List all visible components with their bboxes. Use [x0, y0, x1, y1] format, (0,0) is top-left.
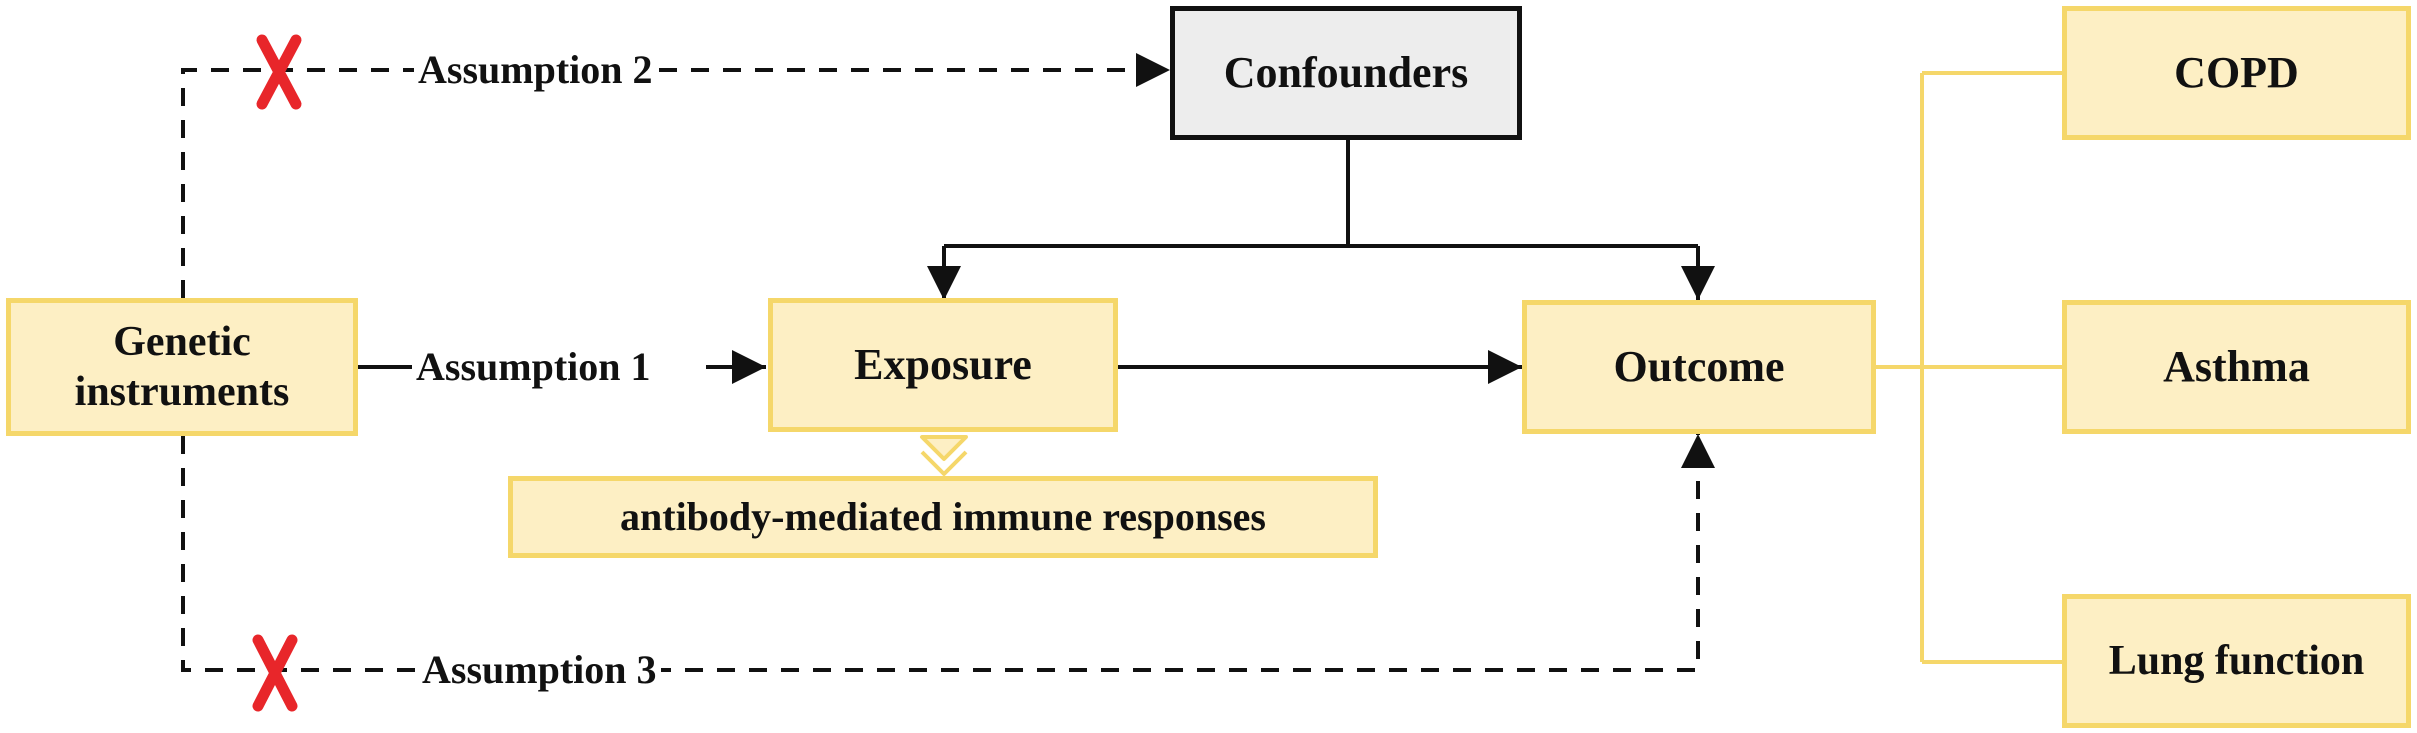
assumption-3-label: Assumption 3 [418, 650, 661, 690]
exposure-detail-box: antibody-mediated immune responses [508, 476, 1378, 558]
outcome-copd-box: COPD [2062, 6, 2411, 140]
assumption-2-label: Assumption 2 [414, 50, 657, 90]
outcome-label: Outcome [1613, 341, 1785, 391]
outcome-asthma-label: Asthma [2163, 341, 2310, 391]
genetic-instruments-box: Genetic instruments [6, 298, 358, 436]
assumption3-dashed-path [181, 434, 1715, 672]
exposure-detail-label: antibody-mediated immune responses [620, 494, 1266, 539]
exposure-box: Exposure [768, 298, 1118, 432]
assumption-1-label: Assumption 1 [412, 347, 655, 387]
confounders-label: Confounders [1223, 47, 1469, 97]
genetic-instruments-label: Genetic instruments [74, 318, 290, 415]
outcome-asthma-box: Asthma [2062, 300, 2411, 434]
outcome-copd-label: COPD [2174, 47, 2299, 97]
chevron-down-icon [920, 435, 968, 476]
outcome-lung-function-box: Lung function [2062, 594, 2411, 728]
assumption2-dashed-path [181, 53, 1170, 298]
exposure-label: Exposure [854, 339, 1032, 389]
confounders-box: Confounders [1170, 6, 1522, 140]
red-x-icon [256, 34, 302, 110]
red-x-icon [252, 634, 298, 712]
outcome-lung-function-label: Lung function [2108, 637, 2365, 684]
outcome-box: Outcome [1522, 300, 1876, 434]
